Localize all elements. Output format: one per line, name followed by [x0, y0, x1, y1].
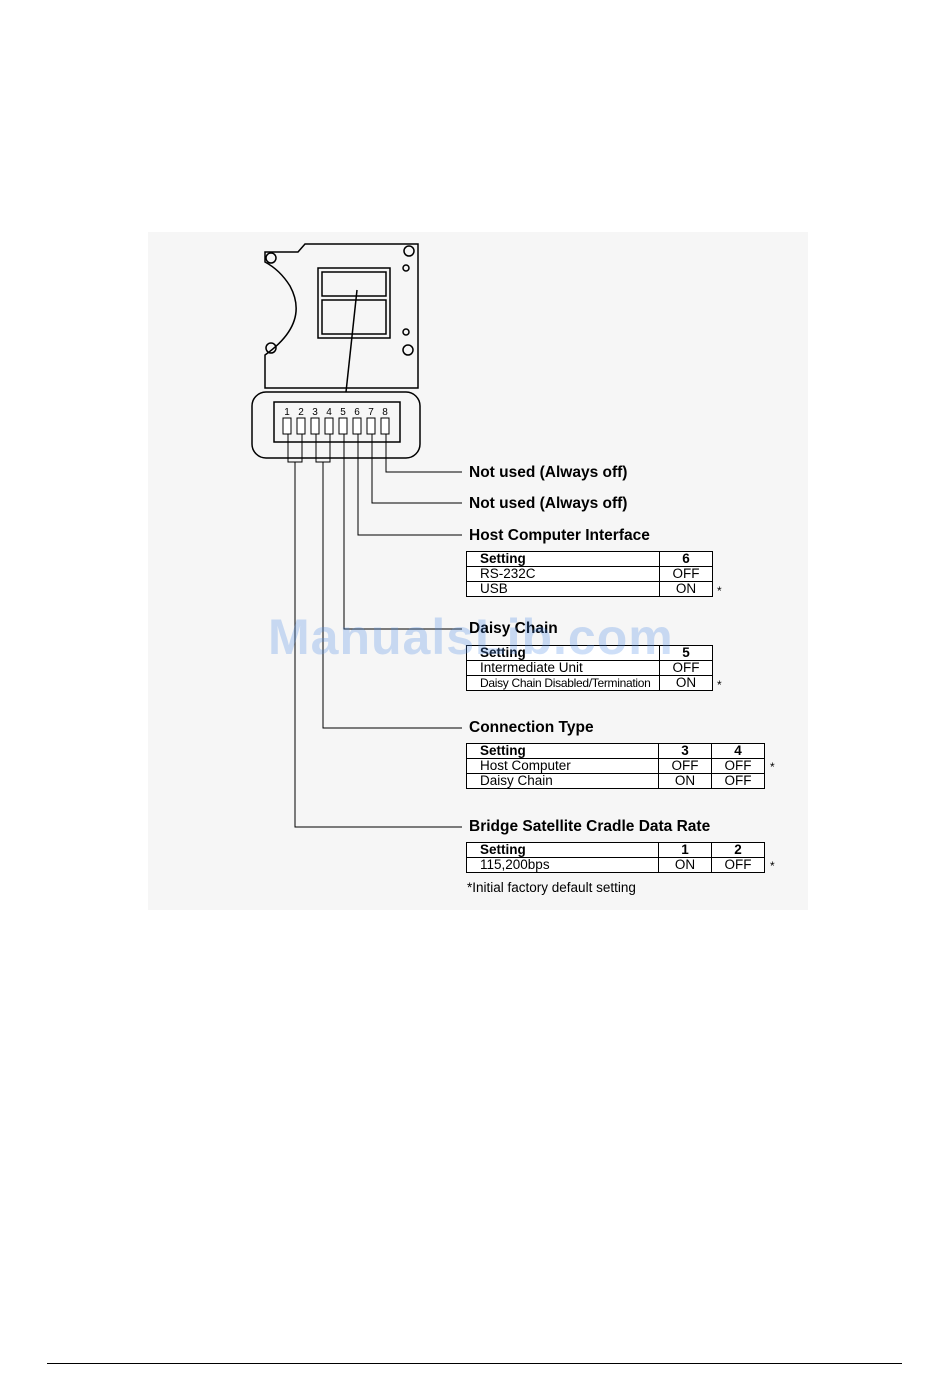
- screw-bottom-right: [402, 344, 414, 356]
- leader-sw34: [322, 462, 462, 729]
- cradle-slot-lower: [321, 299, 387, 335]
- dip-lever-1: [282, 417, 292, 435]
- dip-switch-bezel: [251, 391, 421, 459]
- label-connection-type: Connection Type: [469, 719, 594, 736]
- leader-sw6: [357, 434, 462, 536]
- table-row: Host Computer OFF OFF: [466, 758, 765, 774]
- switch-number-3: 3: [312, 407, 318, 418]
- table-connection-type: Setting 3 4 Host Computer OFF OFF Daisy …: [466, 743, 765, 789]
- table-header-row: Setting 3 4: [466, 743, 765, 759]
- cradle-slot-upper: [321, 271, 387, 297]
- footer-rule: [47, 1363, 902, 1364]
- dip-switch-block: [273, 401, 401, 443]
- default-marker: *: [770, 760, 775, 774]
- table-cell: Setting: [466, 842, 659, 858]
- screw-top-right: [403, 245, 415, 257]
- table-cell: OFF: [658, 758, 712, 774]
- table-cell: ON: [659, 581, 713, 597]
- label-sw8: Not used (Always off): [469, 464, 628, 481]
- default-marker: *: [770, 859, 775, 873]
- dip-switch-panel: [251, 391, 421, 459]
- label-daisy-chain: Daisy Chain: [469, 620, 558, 637]
- label-data-rate: Bridge Satellite Cradle Data Rate: [469, 818, 711, 835]
- table-cell: ON: [659, 675, 713, 691]
- dip-switch-levers: [282, 417, 390, 435]
- label-sw7: Not used (Always off): [469, 495, 628, 512]
- screw-side-2: [402, 328, 410, 336]
- table-header-row: Setting 6: [466, 551, 713, 567]
- table-header-row: Setting 1 2: [466, 842, 765, 858]
- default-marker: *: [717, 678, 722, 692]
- dip-lever-7: [366, 417, 376, 435]
- dip-lever-8: [380, 417, 390, 435]
- cradle-slot: [317, 267, 391, 339]
- leader-sw7: [371, 434, 462, 504]
- table-cell: 115,200bps: [466, 857, 659, 873]
- screw-top-left: [265, 252, 277, 264]
- table-cell: USB: [466, 581, 660, 597]
- table-cell: ON: [658, 857, 712, 873]
- table-cell: OFF: [659, 660, 713, 676]
- table-cell: Daisy Chain Disabled/Termination: [466, 675, 660, 691]
- leader-sw12: [294, 462, 462, 828]
- table-row: USB ON: [466, 581, 713, 597]
- screw-side-1: [402, 264, 410, 272]
- table-cell: OFF: [659, 566, 713, 582]
- table-row: RS-232C OFF: [466, 566, 713, 582]
- dip-lever-6: [352, 417, 362, 435]
- dip-lever-2: [296, 417, 306, 435]
- table-row: Intermediate Unit OFF: [466, 660, 713, 676]
- screw-bottom-left: [265, 342, 277, 354]
- table-row: Daisy Chain Disabled/Termination ON: [466, 675, 713, 691]
- switch-number-5: 5: [340, 407, 346, 418]
- table-row: 115,200bps ON OFF: [466, 857, 765, 873]
- table-cell: Setting: [466, 743, 659, 759]
- switch-number-8: 8: [382, 407, 388, 418]
- table-cell: OFF: [711, 758, 765, 774]
- leader-sw5: [343, 434, 462, 630]
- table-cell: 2: [711, 842, 765, 858]
- table-cell: RS-232C: [466, 566, 660, 582]
- table-cell: Daisy Chain: [466, 773, 659, 789]
- footnote: *Initial factory default setting: [467, 880, 636, 895]
- dip-lever-3: [310, 417, 320, 435]
- watermark: ManualsLib.com: [268, 609, 674, 665]
- table-cell: OFF: [711, 773, 765, 789]
- table-row: Daisy Chain ON OFF: [466, 773, 765, 789]
- table-host-interface: Setting 6 RS-232C OFF USB ON: [466, 551, 713, 597]
- switch-number-2: 2: [298, 407, 304, 418]
- table-cell: 4: [711, 743, 765, 759]
- table-cell: OFF: [711, 857, 765, 873]
- table-cell: Host Computer: [466, 758, 659, 774]
- pointer-line: [345, 289, 358, 393]
- default-marker: *: [717, 584, 722, 598]
- dip-lever-4: [324, 417, 334, 435]
- leader-sw8: [385, 434, 462, 473]
- cradle-body: [264, 243, 419, 389]
- switch-number-6: 6: [354, 407, 360, 418]
- switch-number-1: 1: [284, 407, 290, 418]
- table-cell: 6: [659, 551, 713, 567]
- cradle-device: [264, 243, 419, 393]
- leader-lines: [287, 434, 462, 828]
- label-host-interface: Host Computer Interface: [469, 527, 650, 544]
- dip-lever-5: [338, 417, 348, 435]
- table-cell: Setting: [466, 551, 660, 567]
- table-cell: 1: [658, 842, 712, 858]
- table-cell: ON: [658, 773, 712, 789]
- table-daisy-chain: Setting 5 Intermediate Unit OFF Daisy Ch…: [466, 645, 713, 691]
- table-cell: 3: [658, 743, 712, 759]
- switch-number-4: 4: [326, 407, 332, 418]
- table-data-rate: Setting 1 2 115,200bps ON OFF: [466, 842, 765, 873]
- switch-number-7: 7: [368, 407, 374, 418]
- table-cell: Intermediate Unit: [466, 660, 660, 676]
